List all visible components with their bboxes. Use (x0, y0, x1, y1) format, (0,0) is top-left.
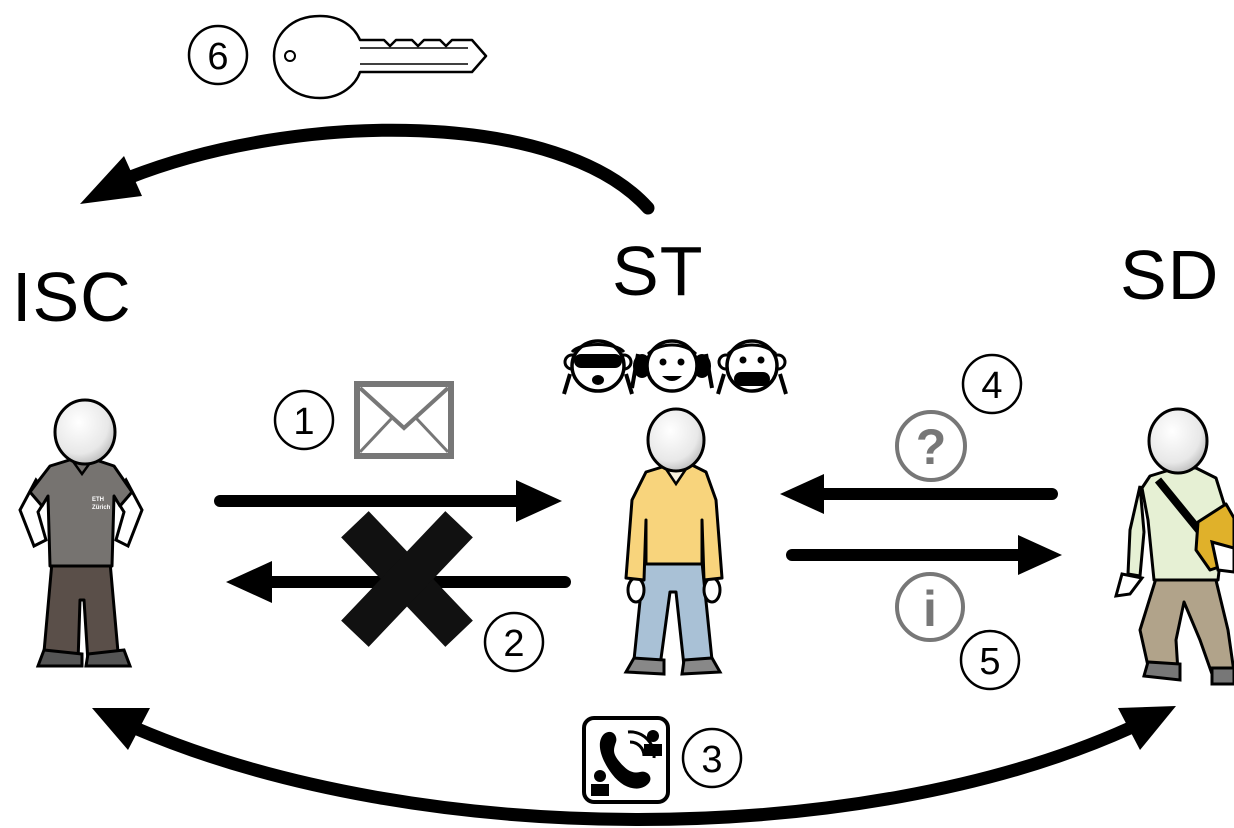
step-number-3: 3 (701, 739, 722, 781)
sd-label: SD (1120, 236, 1220, 314)
see-no-evil-monkey-icon (562, 339, 634, 395)
arrow-question-sd-to-st (780, 474, 1058, 514)
step-number-5: 5 (979, 641, 1000, 683)
cross-icon (341, 511, 473, 647)
envelope-icon (354, 381, 454, 459)
shirt-logo-line1: ETH (92, 497, 104, 503)
arrow-call-isc-sd (92, 706, 1176, 826)
step-badge-5: 5 (959, 629, 1021, 691)
info-glyph: i (923, 581, 937, 637)
shirt-logo-line2: Zürich (92, 505, 111, 511)
step-badge-1: 1 (273, 389, 335, 451)
st-label: ST (612, 232, 704, 310)
step-badge-3: 3 (681, 727, 743, 789)
arrow-key-return (80, 123, 655, 215)
step-badge-6: 6 (187, 24, 249, 86)
isc-person: ETH Zürich (18, 398, 144, 668)
step-number-6: 6 (207, 36, 228, 78)
question-glyph: ? (916, 419, 947, 475)
key-icon (272, 14, 488, 100)
arrow-info-st-to-sd (786, 535, 1062, 575)
isc-label: ISC (12, 258, 132, 336)
step-number-4: 4 (981, 365, 1002, 407)
st-person (623, 407, 724, 676)
step-badge-2: 2 (483, 611, 545, 673)
step-badge-4: 4 (961, 353, 1023, 415)
info-icon: i (895, 572, 965, 642)
phone-call-icon (582, 716, 670, 804)
speak-no-evil-monkey-icon (716, 339, 788, 395)
hear-no-evil-monkey-icon (630, 339, 714, 393)
sd-person (1113, 407, 1234, 686)
step-number-2: 2 (503, 623, 524, 665)
step-number-1: 1 (293, 401, 314, 443)
question-icon: ? (895, 410, 967, 482)
arrow-message-isc-to-st (214, 480, 562, 522)
